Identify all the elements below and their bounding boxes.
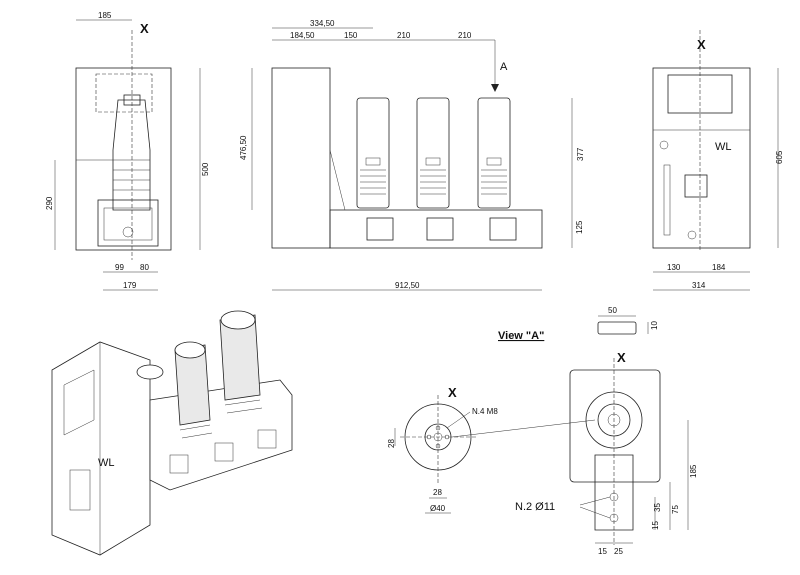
plate-dim-185: 185 xyxy=(689,464,698,478)
front-dim-184: 184,50 xyxy=(290,31,315,40)
side-view-pole-fins xyxy=(113,159,150,191)
plate-axis-label: X xyxy=(617,350,626,365)
iso-frame xyxy=(149,379,293,491)
plate-dim-50: 50 xyxy=(608,306,617,315)
front-view-frame xyxy=(329,209,543,249)
end-dim-130: 130 xyxy=(667,263,681,272)
iso-logo: WL xyxy=(98,457,115,469)
iso-display xyxy=(63,369,95,436)
plate-bar xyxy=(594,454,634,531)
side-dim-185: 185 xyxy=(98,11,112,20)
terminal-thread: N.4 M8 xyxy=(472,407,498,416)
end-view-indicator xyxy=(687,230,697,240)
end-dim-314: 314 xyxy=(692,281,706,290)
side-view-housing xyxy=(75,67,172,251)
end-view-switch xyxy=(684,174,708,198)
end-dim-605: 605 xyxy=(775,150,784,164)
front-view-arrow-head xyxy=(491,84,499,92)
side-dim-179: 179 xyxy=(123,281,137,290)
terminal-axis-label: X xyxy=(448,385,457,400)
side-dim-80: 80 xyxy=(140,263,149,272)
iso-pole-hidden-top xyxy=(136,364,164,380)
side-dim-99: 99 xyxy=(115,263,124,272)
end-view-slot xyxy=(663,164,671,236)
iso-pole-fins xyxy=(179,399,263,439)
iso-window-3 xyxy=(257,429,277,449)
end-view-axis-label: X xyxy=(697,37,706,52)
plate-flange xyxy=(569,369,661,483)
iso-window-2 xyxy=(214,442,234,462)
front-dim-377: 377 xyxy=(576,147,585,161)
side-dim-500: 500 xyxy=(201,162,210,176)
front-view-pole-2 xyxy=(416,97,450,209)
end-view: WL X 605 130 184 314 xyxy=(652,30,784,291)
front-dim-334: 334,50 xyxy=(310,19,335,28)
plate-dim-15v: 15 xyxy=(651,521,660,530)
plate-dim-10: 10 xyxy=(650,321,659,330)
iso-housing xyxy=(51,341,151,556)
front-view-window-1 xyxy=(366,217,394,241)
side-dim-290: 290 xyxy=(45,196,54,210)
end-view-logo-mark xyxy=(659,140,669,150)
plate-dim-25h: 25 xyxy=(614,547,623,556)
terminal-link-line xyxy=(451,419,596,438)
front-dim-210a: 210 xyxy=(397,31,411,40)
plate-view: 50 10 X N.2 Ø11 185 75 35 15 15 25 xyxy=(515,306,698,556)
terminal-leader xyxy=(446,411,471,429)
side-view-mechanism xyxy=(97,199,159,247)
terminal-dim-40: Ø40 xyxy=(430,504,446,513)
side-view-pole xyxy=(112,99,151,211)
front-view: 334,50 184,50 150 210 210 A 476,50 377 1… xyxy=(239,19,585,291)
isometric-view: WL xyxy=(51,310,293,556)
front-view-panel xyxy=(271,67,331,249)
iso-switch xyxy=(69,469,91,511)
plate-leader-1 xyxy=(579,496,611,506)
side-view-hidden-box xyxy=(95,73,153,113)
iso-pole-2-top xyxy=(220,310,256,330)
front-dim-476: 476,50 xyxy=(239,135,248,160)
front-view-pole-1 xyxy=(356,97,390,209)
front-dim-150: 150 xyxy=(344,31,358,40)
front-view-brace xyxy=(329,149,346,211)
front-view-window-2 xyxy=(426,217,454,241)
front-dim-912: 912,50 xyxy=(395,281,420,290)
front-view-pole-3 xyxy=(477,97,511,209)
view-a-title: View "A" xyxy=(498,330,544,342)
plate-dim-15h: 15 xyxy=(598,547,607,556)
end-view-housing xyxy=(652,67,751,249)
front-view-window-3 xyxy=(489,217,517,241)
plate-dim-75: 75 xyxy=(671,505,680,514)
side-view-shaft xyxy=(122,226,134,238)
side-view: X 185 500 290 99 80 179 xyxy=(45,11,210,291)
iso-pole-1-top xyxy=(174,341,206,359)
side-view-mechanism-inner xyxy=(103,207,153,241)
terminal-dim-28v: 28 xyxy=(387,439,396,448)
plate-leader-2 xyxy=(579,506,611,519)
side-view-axis-label: X xyxy=(140,21,149,36)
iso-window-1 xyxy=(169,454,189,474)
plate-holes: N.2 Ø11 xyxy=(515,501,555,513)
terminal-view: X N.4 M8 28 28 Ø40 xyxy=(387,385,596,514)
end-view-logo: WL xyxy=(715,141,732,153)
front-dim-125: 125 xyxy=(575,220,584,234)
plate-small-section xyxy=(597,321,637,335)
terminal-dim-28h: 28 xyxy=(433,488,442,497)
front-view-arrow-label: A xyxy=(500,61,508,73)
plate-dim-35: 35 xyxy=(653,503,662,512)
end-dim-184: 184 xyxy=(712,263,726,272)
front-dim-210b: 210 xyxy=(458,31,472,40)
